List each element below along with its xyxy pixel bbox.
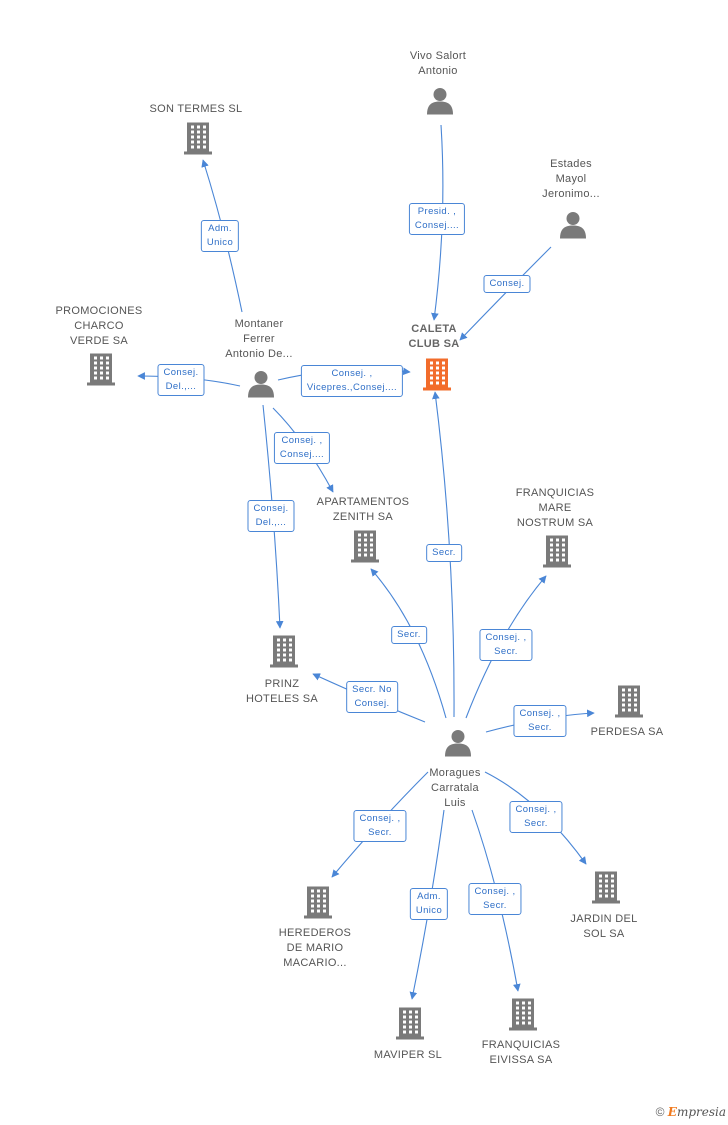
person-icon[interactable] — [426, 87, 454, 120]
relation-label[interactable]: Adm. Unico — [200, 220, 240, 252]
brand-footer: © Empresia — [656, 1105, 726, 1119]
relation-label[interactable]: Consej. , Vicepres.,Consej.... — [300, 365, 404, 397]
relation-label[interactable]: Consej. — [483, 275, 531, 293]
person-label-vivo[interactable]: Vivo Salort Antonio — [409, 50, 467, 77]
person-label-estades[interactable]: Estades Mayol Jeronimo... — [542, 158, 600, 200]
company-label-maviper[interactable]: MAVIPER SL — [373, 1049, 443, 1061]
company-label-jardin[interactable]: JARDIN DEL SOL SA — [570, 913, 638, 940]
brand-logo-initial: E — [667, 1105, 677, 1119]
person-icon[interactable] — [559, 211, 587, 244]
company-label-franquiciasmare[interactable]: FRANQUICIAS MARE NOSTRUM SA — [515, 487, 595, 529]
relation-label[interactable]: Adm. Unico — [409, 888, 449, 920]
building-icon[interactable] — [350, 529, 380, 568]
relation-label[interactable]: Secr. — [391, 626, 427, 644]
building-icon[interactable] — [542, 534, 572, 573]
building-icon[interactable] — [303, 885, 333, 924]
person-label-moragues[interactable]: Moragues Carratala Luis — [429, 767, 481, 809]
company-label-herederos[interactable]: HEREDEROS DE MARIO MACARIO... — [278, 927, 352, 969]
building-icon[interactable] — [395, 1006, 425, 1045]
company-label-caleta[interactable]: CALETA CLUB SA — [408, 323, 460, 350]
company-label-prinz[interactable]: PRINZ HOTELES SA — [245, 678, 319, 705]
person-label-montaner[interactable]: Montaner Ferrer Antonio De... — [225, 318, 293, 360]
edge-estades_caleta — [459, 246, 552, 341]
relation-label[interactable]: Consej. , Secr. — [468, 883, 522, 915]
relation-label[interactable]: Consej. , Secr. — [509, 801, 563, 833]
company-label-promociones[interactable]: PROMOCIONES CHARCO VERDE SA — [55, 305, 143, 347]
relation-label[interactable]: Consej. Del.,... — [247, 500, 295, 532]
copyright-symbol: © — [655, 1105, 665, 1119]
relation-label[interactable]: Consej. , Consej.... — [273, 432, 331, 464]
company-label-apartamentos[interactable]: APARTAMENTOS ZENITH SA — [316, 496, 410, 523]
building-icon[interactable] — [614, 684, 644, 723]
company-label-perdesa[interactable]: PERDESA SA — [590, 726, 664, 738]
company-label-franquiciaseivissa[interactable]: FRANQUICIAS EIVISSA SA — [481, 1039, 561, 1066]
relation-label[interactable]: Consej. , Secr. — [353, 810, 407, 842]
person-icon[interactable] — [247, 370, 275, 403]
building-icon[interactable] — [269, 634, 299, 673]
relation-label[interactable]: Consej. , Secr. — [479, 629, 533, 661]
company-label-sontermes[interactable]: SON TERMES SL — [149, 103, 243, 115]
relation-label[interactable]: Consej. , Secr. — [513, 705, 567, 737]
relation-label[interactable]: Consej. Del.,... — [157, 364, 205, 396]
relation-label[interactable]: Presid. , Consej.... — [408, 203, 466, 235]
person-icon[interactable] — [444, 729, 472, 762]
building-icon[interactable] — [508, 997, 538, 1036]
main-company-building-icon[interactable] — [422, 357, 452, 396]
brand-logo-text: mpresia — [676, 1105, 726, 1119]
relation-label[interactable]: Secr. No Consej. — [346, 681, 398, 713]
relation-label[interactable]: Secr. — [426, 544, 462, 562]
building-icon[interactable] — [183, 121, 213, 160]
building-icon[interactable] — [591, 870, 621, 909]
building-icon[interactable] — [86, 352, 116, 391]
